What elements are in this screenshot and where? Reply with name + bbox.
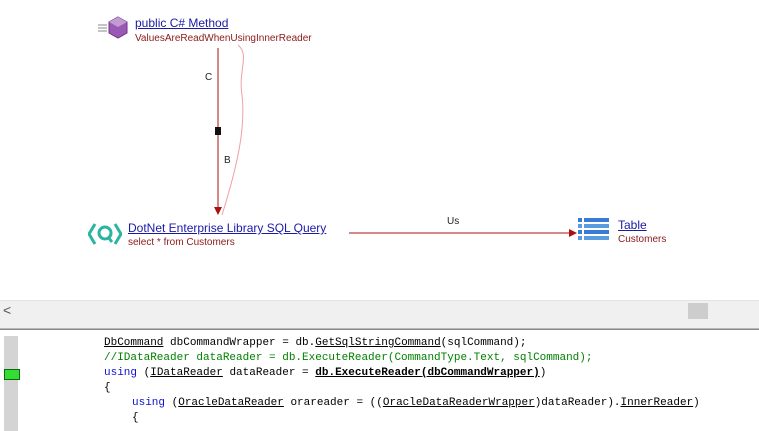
query-node-subtitle: select * from Customers <box>128 237 235 248</box>
code-line-1[interactable]: DbCommand dbCommandWrapper = db.GetSqlSt… <box>104 336 527 351</box>
code-token-text: ( <box>165 397 179 409</box>
pane-splitter[interactable] <box>0 321 759 329</box>
csharp-method-icon[interactable] <box>98 15 128 41</box>
code-keyword: using <box>104 367 138 379</box>
code-line-6[interactable]: { <box>132 412 139 424</box>
code-keyword: using <box>132 397 166 409</box>
code-token-property[interactable]: InnerReader <box>620 397 694 409</box>
code-token-type[interactable]: IDataReader <box>150 367 223 379</box>
edge-midpoint-handle[interactable] <box>215 127 221 135</box>
code-token-method[interactable]: GetSqlStringCommand <box>315 337 441 349</box>
edge-label-c: C <box>205 72 213 83</box>
code-editor[interactable]: DbCommand dbCommandWrapper = db.GetSqlSt… <box>0 329 759 431</box>
code-line-4[interactable]: { <box>104 382 111 394</box>
edge-label-us: Us <box>447 216 460 227</box>
table-node-title[interactable]: Table <box>618 218 647 232</box>
code-token-text: orareader = (( <box>283 397 383 409</box>
code-token-type[interactable]: DbCommand <box>104 337 164 349</box>
edge-return-curve <box>221 44 244 216</box>
code-token-type[interactable]: OracleDataReader <box>178 397 284 409</box>
horizontal-scrollbar[interactable]: < <box>0 300 759 321</box>
code-token-highlight[interactable]: db.ExecuteReader(dbCommandWrapper) <box>315 367 540 379</box>
code-token-text: ( <box>137 367 151 379</box>
diagram-edges <box>214 44 577 237</box>
code-token-type[interactable]: OracleDataReaderWrapper <box>382 397 535 409</box>
code-line-3[interactable]: using (IDataReader dataReader = db.Execu… <box>104 366 546 381</box>
current-line-marker <box>4 369 20 380</box>
edge-label-b: B <box>224 155 231 166</box>
code-line-2-comment[interactable]: //IDataReader dataReader = db.ExecuteRea… <box>104 352 593 364</box>
table-icon[interactable] <box>578 218 610 242</box>
scroll-thumb[interactable] <box>688 303 708 319</box>
code-token-text: (sqlCommand); <box>440 337 527 349</box>
editor-gutter <box>4 336 18 431</box>
code-token-text: )dataReader). <box>534 397 621 409</box>
method-node-subtitle: ValuesAreReadWhenUsingInnerReader <box>135 33 312 44</box>
sql-query-icon[interactable] <box>88 221 122 247</box>
code-token-text: dbCommandWrapper = db. <box>163 337 316 349</box>
table-node-subtitle: Customers <box>618 234 667 245</box>
method-node-title[interactable]: public C# Method <box>135 16 229 30</box>
scroll-left-button[interactable]: < <box>3 302 12 318</box>
code-token-text: ) <box>693 397 700 409</box>
code-token-text: ) <box>539 367 547 379</box>
code-token-text: dataReader = <box>222 367 316 379</box>
diagram-canvas[interactable]: public C# Method ValuesAreReadWhenUsingI… <box>0 0 759 300</box>
code-line-5[interactable]: using (OracleDataReader orareader = ((Or… <box>132 396 700 411</box>
query-node-title[interactable]: DotNet Enterprise Library SQL Query <box>128 221 327 235</box>
